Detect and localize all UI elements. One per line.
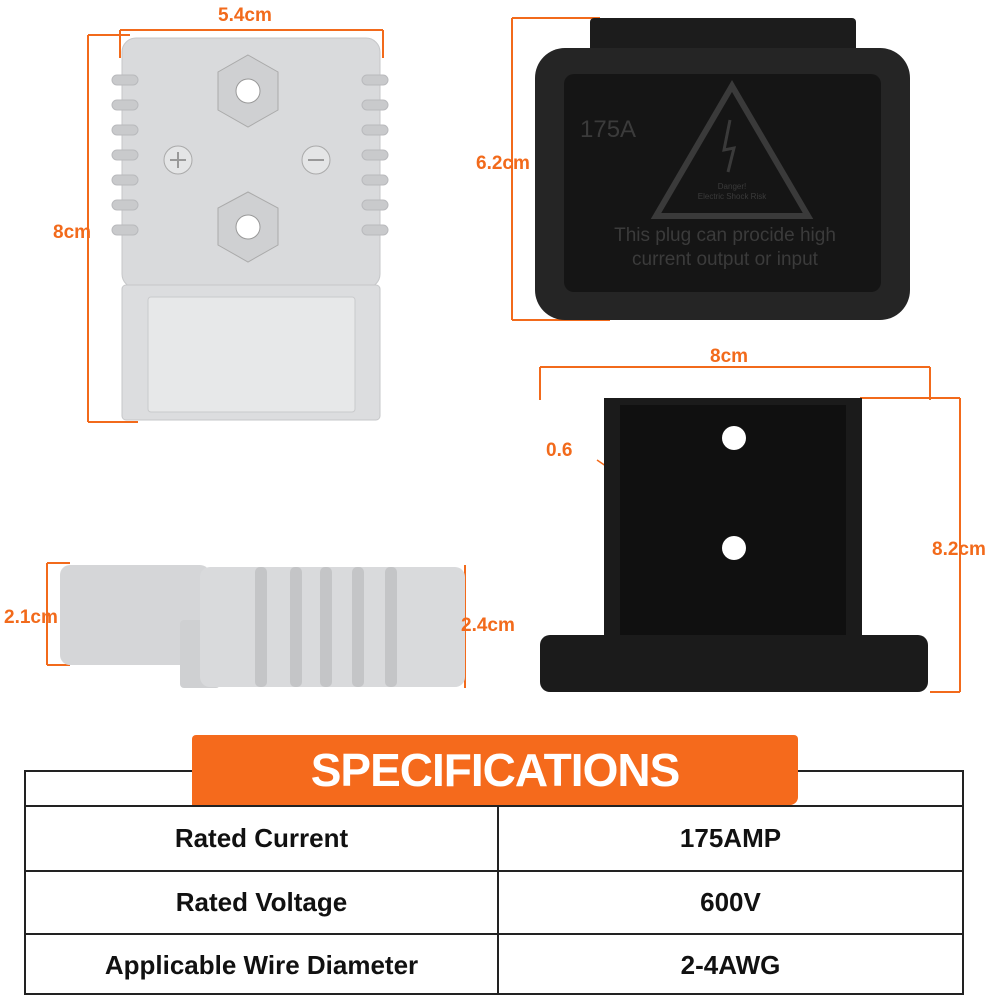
cover-note-line2: current output or input (632, 249, 818, 270)
bracket-width-label: 8cm (710, 346, 749, 367)
table-row: Rated Current 175AMP (26, 805, 962, 870)
table-row: Applicable Wire Diameter 2-4AWG (26, 933, 962, 995)
connector-front-view (111, 37, 389, 421)
side-height-left-label: 2.1cm (4, 607, 58, 628)
bracket-height-label: 8.2cm (932, 539, 986, 560)
connector-width-label: 5.4cm (218, 5, 272, 26)
dust-cover (535, 18, 910, 320)
specifications-table: Rated Current 175AMP Rated Voltage 600V … (24, 770, 964, 995)
spec-value: 600V (700, 887, 761, 917)
cover-rating: 175A (580, 116, 637, 143)
cover-warning-line1: Danger! (717, 182, 747, 191)
cover-warning-line2: Electric Shock Risk (697, 192, 767, 201)
spec-value: 2-4AWG (680, 949, 781, 980)
table-row: Rated Voltage 600V (26, 870, 962, 933)
specifications-title: SPECIFICATIONS (192, 735, 798, 805)
side-height-right-label: 2.4cm (461, 615, 515, 636)
mounting-bracket (540, 398, 928, 692)
spec-value: 175AMP (679, 823, 782, 853)
spec-label: Applicable Wire Diameter (26, 935, 499, 995)
connector-height-label: 8cm (53, 222, 92, 243)
cover-note-line1: This plug can procide high (614, 225, 836, 246)
connector-side-view (60, 565, 465, 688)
spec-label: Rated Voltage (26, 872, 499, 933)
cover-height-label: 6.2cm (476, 153, 530, 174)
bracket-hole-label: 0.6 (546, 440, 573, 461)
spec-label: Rated Current (26, 807, 499, 870)
